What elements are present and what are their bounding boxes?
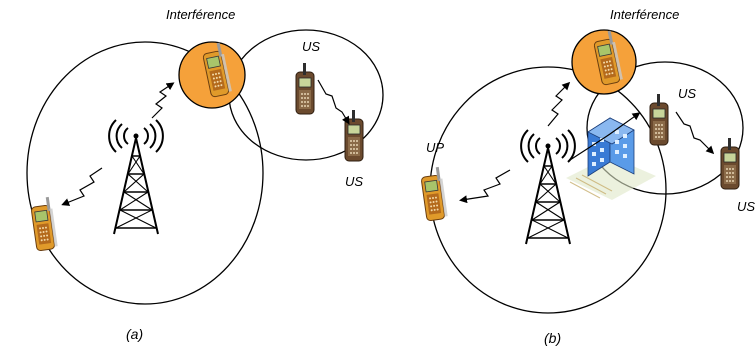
link-tower-to-interferer-a xyxy=(151,82,175,119)
building-icon xyxy=(566,117,656,200)
cell-coverage-b xyxy=(429,66,667,314)
up-label-b: UP xyxy=(426,140,444,155)
us-label-b-top: US xyxy=(678,86,696,101)
us-label-a-bottom: US xyxy=(345,174,363,189)
base-station-tower-a xyxy=(108,119,164,235)
link-tower-to-user-a xyxy=(61,167,103,206)
user-phone-a xyxy=(29,196,59,252)
user-phone-b xyxy=(419,166,449,222)
panel-a: Interférence US US (a) xyxy=(26,7,384,342)
link-tower-to-interferer-b xyxy=(547,81,571,127)
link-us-to-us-b xyxy=(675,111,715,155)
us-phone-b-top xyxy=(649,93,669,146)
caption-b: (b) xyxy=(544,330,561,346)
link-us-to-us-a xyxy=(317,79,350,125)
us-label-a-top: US xyxy=(302,39,320,54)
link-tower-to-user-b xyxy=(459,169,511,204)
base-station-tower-b xyxy=(520,129,576,245)
us-phone-a-top xyxy=(295,62,315,115)
neighbor-cell-b xyxy=(586,61,744,195)
panel-b: Interférence US US UP (b) xyxy=(419,7,755,346)
us-label-b-right: US xyxy=(737,199,755,214)
link-tower-to-us-b xyxy=(569,112,641,161)
cell-coverage-a xyxy=(26,41,264,305)
caption-a: (a) xyxy=(126,326,143,342)
interference-label-b: Interférence xyxy=(610,7,679,22)
interference-label-a: Interférence xyxy=(166,7,235,22)
us-phone-a-bottom xyxy=(344,109,364,162)
us-phone-b-right xyxy=(720,137,740,190)
